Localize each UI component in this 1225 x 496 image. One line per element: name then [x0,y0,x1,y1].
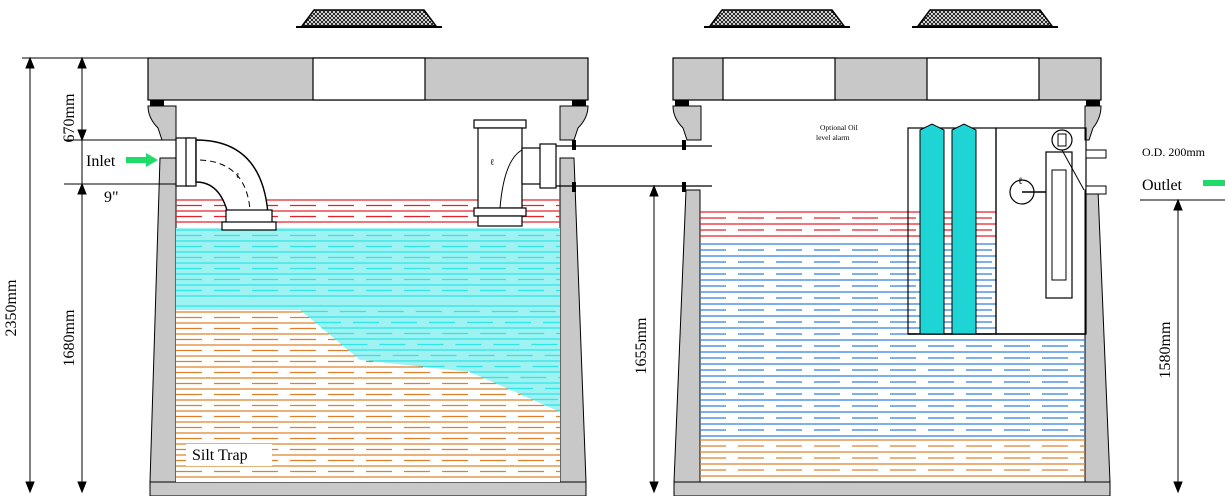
chamber-2: ℓ [672,57,1111,496]
outlet-od-label: O.D. 200mm [1142,145,1206,159]
chamber-1-wall-right [559,157,587,483]
oil-alarm-label-1: Optional Oil [820,123,858,132]
outlet-arrow-icon [1203,180,1225,186]
outlet-height-label: 1580mm [1157,321,1174,378]
coalescer-filter-unit [907,123,1087,335]
manhole-cover-2 [704,9,850,28]
inlet-elbow-pipe: ℓ [175,137,277,231]
chamber-2-wall-right [1084,189,1111,483]
outlet-label: Outlet [1142,177,1183,194]
chamber-2-wall-left [673,189,701,483]
outlet-float-valve: ℓ [1009,129,1085,299]
svg-text:ℓ: ℓ [236,171,240,180]
oil-alarm-label-2: level alarm [816,133,850,142]
manhole-cover-1 [296,9,442,28]
silt-trap-label: Silt Trap [192,447,248,464]
svg-text:ℓ: ℓ [490,157,494,167]
chamber-1: ℓ ℓ [147,57,589,496]
chamber-1-collar-left [147,105,177,141]
transfer-tee-pipe: ℓ [473,119,557,227]
inlet-depth-label: 670mm [61,93,78,142]
inlet-label: Inlet [86,153,116,170]
dimension-lines [22,56,1225,494]
chamber-2-opening-2 [926,57,1040,101]
inlet-arrow-icon [126,153,158,167]
svg-text:ℓ: ℓ [1018,176,1023,187]
chamber1-depth-label: 1680mm [61,309,78,366]
manhole-cover-3 [912,9,1058,28]
filter-column-1 [919,123,945,335]
chamber-1-opening [312,57,426,101]
filter-column-2 [951,123,977,335]
inlet-gap-label: 9" [104,189,119,206]
chamber-1-wall-left [149,157,177,483]
chamber-1-floor [149,481,587,496]
chamber2-depth-label: 1655mm [633,317,650,374]
chamber-2-opening-1 [722,57,836,101]
chamber-2-floor [673,481,1111,496]
chamber-1-collar-right [559,105,589,141]
overall-height-label: 2350mm [3,279,20,336]
transfer-pipe [556,140,712,192]
